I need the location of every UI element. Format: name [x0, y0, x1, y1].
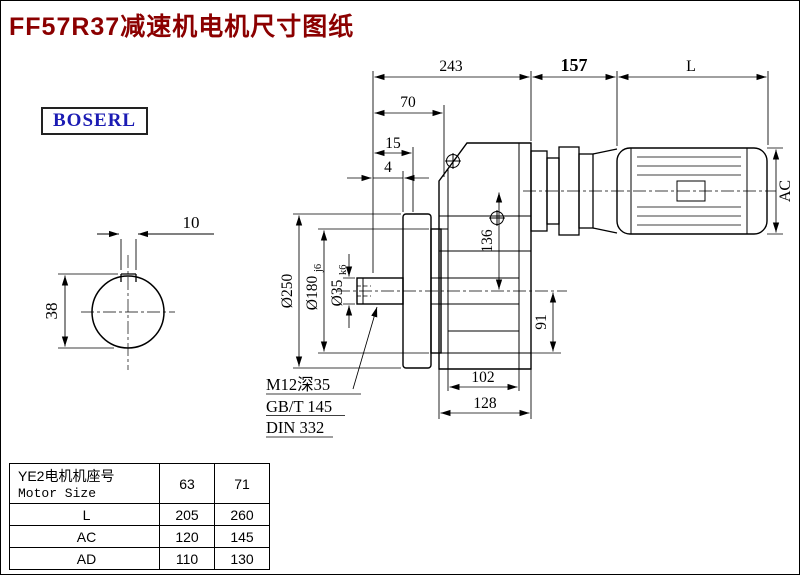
dim-4: 4 — [384, 159, 392, 176]
dim-shaft-tol: k6 — [338, 265, 349, 276]
bolt-symbol-2 — [489, 210, 505, 226]
dim-102: 102 — [471, 369, 494, 386]
table-header-frame-63: 63 — [159, 463, 215, 504]
dim-flange-od: Ø250 — [279, 274, 296, 309]
dim-136: 136 — [479, 229, 496, 253]
note-std2: DIN 332 — [266, 418, 324, 437]
brand-logo: BOSERL — [41, 107, 149, 135]
note-std1: GB/T 145 — [266, 397, 332, 416]
cell-AD-71: 130 — [214, 547, 270, 570]
row-label-AC: AC — [9, 525, 160, 548]
motor-fins — [637, 156, 741, 226]
shaft-section-view — [58, 230, 214, 370]
thread-notes: M12深35 GB/T 145 DIN 332 — [266, 375, 332, 437]
gear-unit-side-view — [337, 142, 776, 370]
dim-AC: AC — [777, 180, 794, 202]
tapped-hole-hidden-lines — [357, 285, 371, 297]
dim-91: 91 — [533, 314, 550, 330]
cell-AC-71: 145 — [214, 525, 270, 548]
cell-L-71: 260 — [214, 503, 270, 526]
table-row-AD: AD 110 130 — [9, 547, 270, 570]
dim-70: 70 — [400, 94, 416, 111]
table-header-frame-71: 71 — [214, 463, 270, 504]
table-header-row: YE2电机机座号 Motor Size 63 71 — [9, 463, 270, 504]
row-label-AD: AD — [9, 547, 160, 570]
section-centerlines — [81, 255, 175, 370]
keyway — [120, 273, 137, 282]
table-header-title: YE2电机机座号 Motor Size — [9, 463, 160, 504]
dim-spigot-tol: j6 — [313, 264, 324, 273]
gear-housing — [438, 142, 532, 370]
dimension-labels: 243 157 L 70 15 4 AC Ø250 Ø180 j6 Ø35 k6… — [42, 55, 794, 412]
row-label-L: L — [9, 503, 160, 526]
cell-AD-63: 110 — [159, 547, 215, 570]
table-row-L: L 205 260 — [9, 503, 270, 526]
dim-157: 157 — [561, 55, 588, 75]
dim-243: 243 — [439, 58, 463, 75]
dim-128: 128 — [473, 395, 497, 412]
dim-15: 15 — [385, 135, 401, 152]
bolt-symbol — [445, 153, 461, 169]
note-tap: M12深35 — [266, 375, 330, 394]
dimension-lines — [266, 71, 783, 438]
dim-L: L — [686, 58, 696, 75]
table-header-en: Motor Size — [18, 486, 97, 501]
dim-shaft: Ø35 — [329, 279, 346, 306]
motor-size-table: YE2电机机座号 Motor Size 63 71 L 205 260 AC 1… — [9, 463, 270, 570]
table-row-AC: AC 120 145 — [9, 525, 270, 548]
page-title: FF57R37减速机电机尺寸图纸 — [9, 13, 355, 41]
dim-spigot: Ø180 — [304, 276, 321, 311]
dim-key-height: 38 — [42, 303, 61, 320]
cell-L-63: 205 — [159, 503, 215, 526]
housing-details — [431, 143, 531, 369]
dim-key-width: 10 — [183, 213, 200, 232]
cell-AC-63: 120 — [159, 525, 215, 548]
table-header-cn: YE2电机机座号 — [18, 468, 115, 484]
